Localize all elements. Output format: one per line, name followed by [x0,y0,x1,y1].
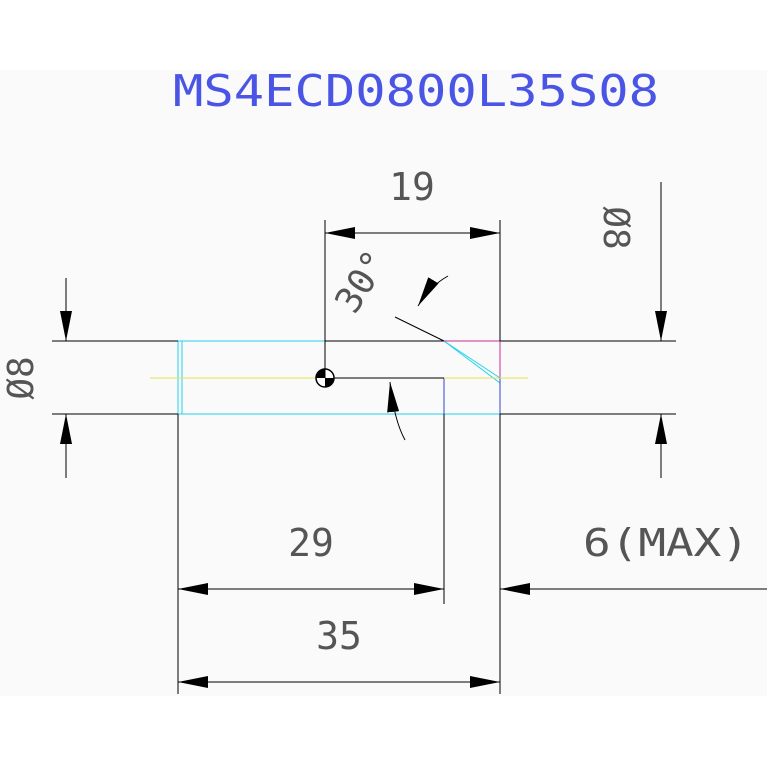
cutting-diameter-label: Ø8 [595,206,636,249]
extension-lines [52,220,676,694]
dimension-chamfer-angle: 30° [328,243,449,441]
shank-length-label: 29 [288,521,334,565]
flute-edge-lines [325,340,444,379]
flute-length-label: 19 [389,165,435,209]
part-number-title: MS4ECD0800L35S08 [173,66,659,117]
dimension-tip-allowance: 6(MAX) [500,521,767,595]
shank-diameter-label: Ø8 [1,356,42,399]
overall-length-label: 35 [316,614,362,658]
dimension-cutting-diameter: Ø8 [595,182,667,478]
tip-allowance-label: 6(MAX) [583,521,749,565]
chamfer-angle-label: 30° [328,243,397,320]
dimension-overall-length: 35 [178,614,500,688]
dimension-shank-diameter: Ø8 [1,278,72,478]
dimension-flute-length: 19 [325,165,500,239]
dimension-shank-length: 29 [178,521,444,595]
